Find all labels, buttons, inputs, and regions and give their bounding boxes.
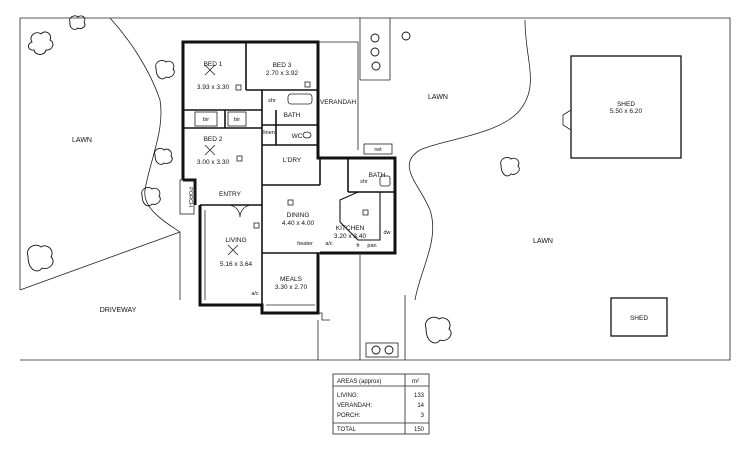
areas-unit: m² (412, 379, 419, 385)
dining-label: DINING (287, 212, 310, 219)
porch-label: PORCH (187, 187, 193, 207)
wc-label: WC (292, 133, 303, 140)
areas-row-porch-value: 3 (421, 413, 425, 419)
ldry-label: L'DRY (283, 157, 302, 164)
areas-row-porch-label: PORCH: (337, 413, 361, 419)
linen-label: linen (263, 130, 275, 136)
meals-dims: 3.30 x 2.70 (275, 284, 308, 291)
meals-label: MEALS (280, 276, 303, 283)
areas-total-value: 150 (414, 427, 425, 433)
living-label: LIVING (225, 237, 246, 244)
areas-row-verandah-label: VERANDAH: (337, 403, 372, 409)
trees (27, 15, 520, 358)
ac1-label: a/c (325, 241, 333, 247)
rwt-label: rwt (374, 147, 382, 153)
fixture-labels: bir bir shr shr linen heater a/c a/c fr … (203, 98, 391, 297)
kitchen-dims: 3.20 x 3.40 (334, 233, 367, 240)
shed-small-label: SHED (630, 315, 648, 322)
lawn-top-label: LAWN (428, 94, 448, 101)
garden-edge (109, 17, 181, 233)
verandah-label: VERANDAH (320, 99, 356, 106)
room-labels: BED 1 3.93 x 3.30 BED 3 2.70 x 3.92 BED … (197, 61, 386, 291)
shr1-label: shr (268, 98, 276, 104)
lawn-edge (408, 19, 531, 301)
driveway-label: DRIVEWAY (100, 307, 137, 314)
bed2-label: BED 2 (204, 136, 223, 143)
shed-large-dims: 5.50 x 6.20 (610, 108, 643, 115)
areas-row-living-label: LIVING: (337, 393, 359, 399)
entry-label: ENTRY (219, 191, 242, 198)
living-dims: 5.16 x 3.64 (220, 261, 253, 268)
pan-label: pan (367, 243, 376, 249)
bed1-dims: 3.93 x 3.30 (197, 84, 230, 91)
dw-label: dw (383, 230, 390, 236)
shed-large (562, 55, 682, 159)
bed3-label: BED 3 (273, 62, 292, 69)
dining-dims: 4.40 x 4.00 (282, 220, 315, 227)
shed-small (610, 297, 668, 337)
house-walls (179, 40, 397, 321)
bath2-label: BATH (369, 172, 386, 179)
bed1-label: BED 1 (204, 61, 223, 68)
areas-row-verandah-value: 14 (417, 403, 424, 409)
bir2-label: bir (234, 117, 240, 123)
areas-table: AREAS (approx) m² LIVING: 133 VERANDAH: … (332, 373, 430, 435)
ac2-label: a/c (251, 291, 259, 297)
heater-label: heater (297, 241, 313, 247)
areas-title: AREAS (approx) (337, 379, 381, 385)
lawn-left-label: LAWN (72, 137, 92, 144)
bed3-dims: 2.70 x 3.92 (266, 70, 299, 77)
bath1-label: BATH (284, 112, 301, 119)
shr2-label: shr (360, 179, 368, 185)
bir1-label: bir (203, 117, 209, 123)
lawn-right-label: LAWN (533, 238, 553, 245)
kitchen-label: KITCHEN (336, 225, 365, 232)
shed-large-label: SHED (617, 101, 635, 108)
areas-total-label: TOTAL (337, 427, 356, 433)
property-boundary (19, 17, 731, 361)
areas-row-living-value: 133 (414, 393, 425, 399)
outdoor-labels: LAWN LAWN LAWN DRIVEWAY SHED 5.50 x 6.20… (72, 94, 648, 322)
fr-label: fr (356, 243, 360, 249)
bed2-dims: 3.00 x 3.30 (197, 159, 230, 166)
